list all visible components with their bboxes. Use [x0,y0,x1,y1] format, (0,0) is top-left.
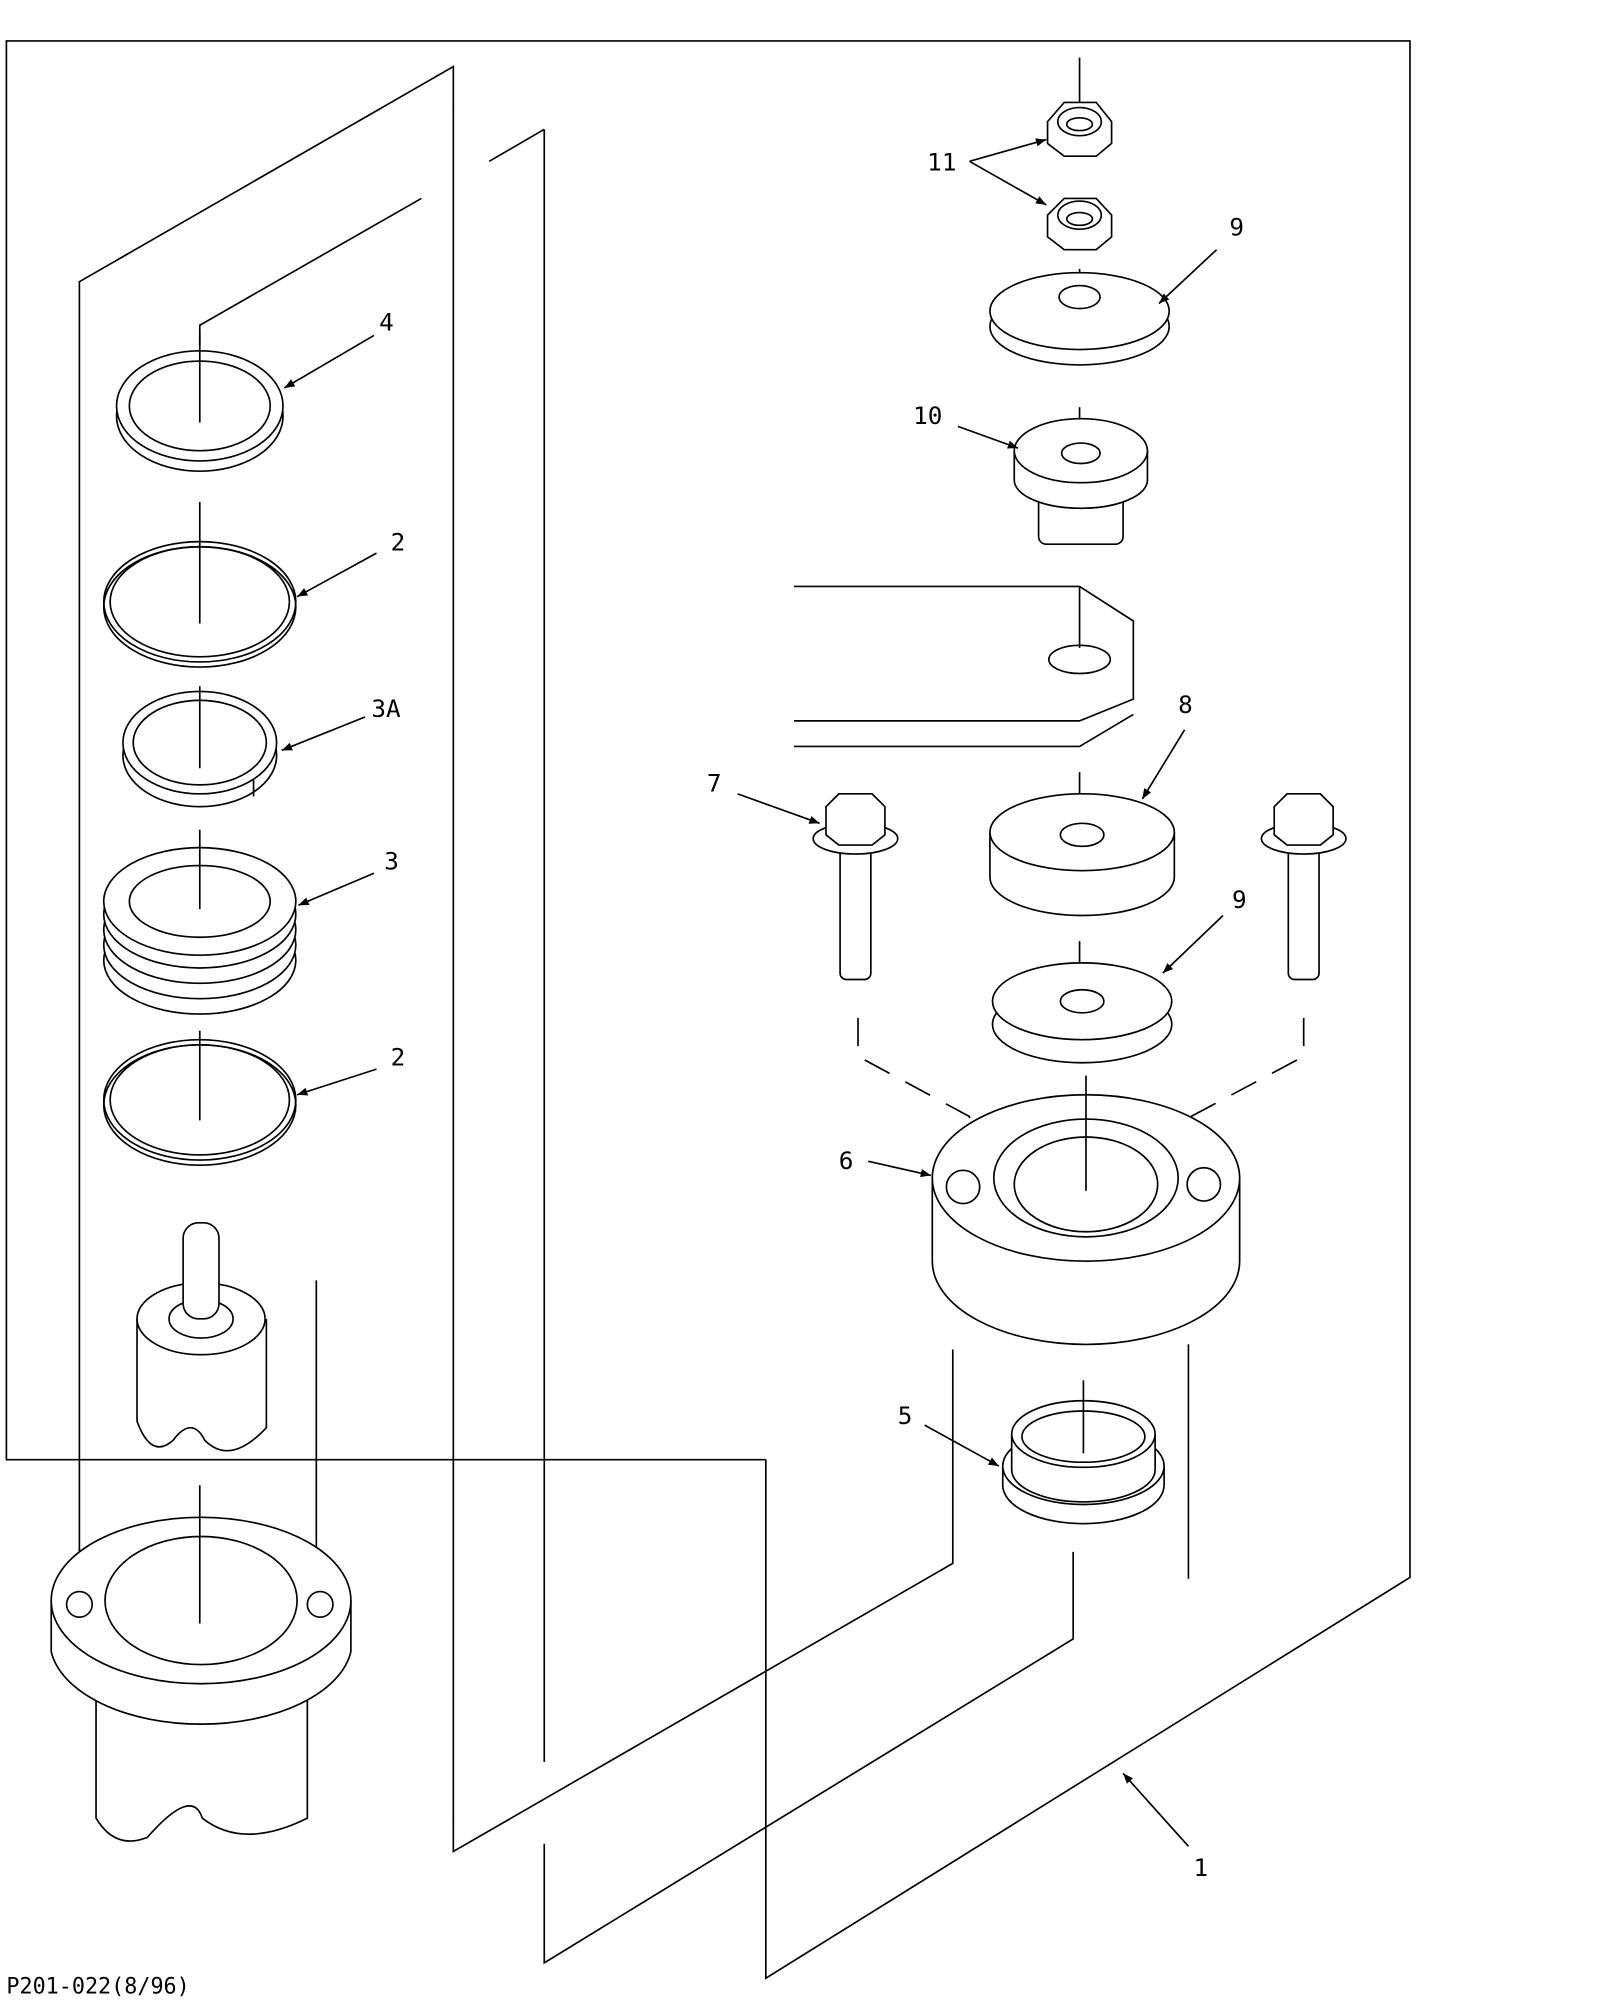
callout-7: 7 [707,768,820,825]
bolt-7-left [812,793,899,981]
seal-ring-2-lower [102,1030,297,1167]
callout-11: 11 [927,138,1047,206]
callout-6: 6 [839,1146,932,1178]
nut-11-lower [1046,197,1113,251]
mount-block-6 [931,1075,1241,1346]
callout-4: 4 [283,307,394,389]
callout-9-upper: 9 [1158,213,1244,305]
callout-3: 3 [298,846,399,907]
washer-9-upper [989,268,1171,366]
callout-1: 1 [1122,1772,1209,1882]
callout-5: 5 [898,1401,1000,1467]
callout-label: 11 [927,147,956,176]
washer-8 [989,772,1176,917]
callout-10: 10 [913,401,1019,449]
callout-label: 3 [384,846,399,875]
rod-end-stud [136,1221,268,1452]
seal-ring-2-upper [102,501,297,668]
mounting-plate [793,585,1135,748]
washer-9-lower [991,941,1173,1064]
bushing-5 [1001,1380,1165,1525]
cylinder-end [50,1485,352,1842]
left-panel-frame [78,65,954,1853]
callout-8: 8 [1141,690,1193,800]
split-ring-3A [122,686,278,808]
callout-label: 10 [913,401,942,430]
ring-4 [115,332,284,473]
nut-11-upper [1046,57,1113,158]
callout-label: 2 [391,528,406,557]
kit-frame [5,40,1411,1980]
callout-label: 1 [1194,1853,1209,1882]
callout-label: 7 [707,768,722,797]
bushing-10 [1013,407,1149,546]
callout-label: 9 [1232,885,1247,914]
grooved-ring-3 [102,829,297,1015]
callout-label: 3A [371,694,401,723]
callout-3A: 3A [281,694,401,752]
callout-label: 9 [1229,213,1244,242]
callout-9-lower: 9 [1162,885,1247,974]
callout-label: 4 [379,307,394,336]
callout-2-upper: 2 [296,528,406,598]
drawing-code: P201-022(8/96) [6,1975,189,2000]
callout-label: 5 [898,1401,913,1430]
callout-2-lower: 2 [296,1042,406,1096]
callout-label: 6 [839,1146,854,1175]
callout-label: 2 [391,1042,406,1071]
bolt-7-right [1260,793,1347,981]
callout-label: 8 [1178,690,1193,719]
